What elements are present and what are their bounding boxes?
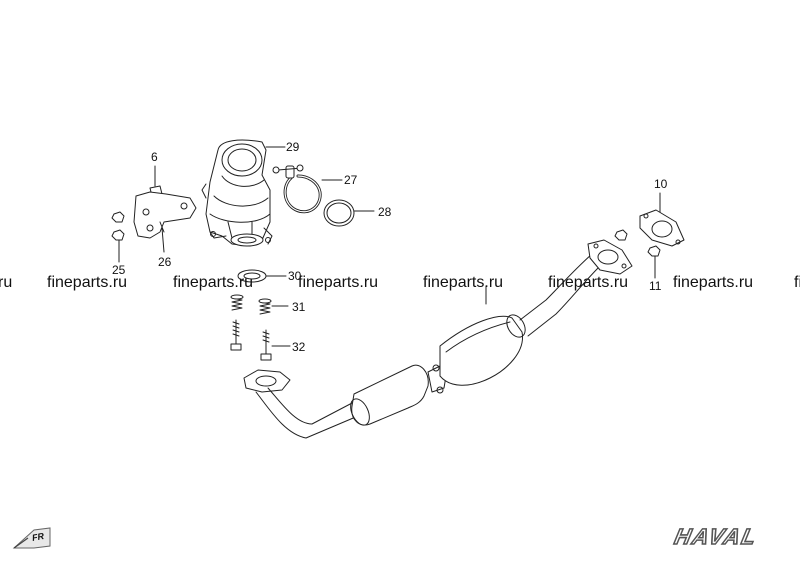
part-27-clamp bbox=[273, 165, 320, 212]
callout-28: 28 bbox=[378, 205, 392, 219]
part-31-springs bbox=[231, 295, 271, 314]
callout-29: 29 bbox=[286, 140, 300, 154]
part-32-bolts bbox=[231, 320, 271, 360]
callout-30: 30 bbox=[288, 269, 302, 283]
part-25-nuts bbox=[112, 212, 124, 240]
part-26-bracket bbox=[134, 192, 196, 238]
watermark-1: fineparts.ru bbox=[47, 274, 128, 291]
part-28-gasket-ring bbox=[324, 200, 354, 226]
callout-26: 26 bbox=[158, 255, 172, 269]
part-10-gasket bbox=[640, 210, 684, 246]
callout-25: 25 bbox=[112, 263, 126, 277]
callout-6: 6 bbox=[151, 150, 158, 164]
watermark-3: fineparts.ru bbox=[298, 274, 379, 291]
part-11-nuts bbox=[615, 230, 660, 256]
callout-10: 10 bbox=[654, 177, 668, 191]
part-29-manifold-converter bbox=[202, 140, 272, 246]
callout-31: 31 bbox=[292, 300, 306, 314]
fr-arrow-icon bbox=[12, 527, 51, 549]
watermark-6: fineparts.ru bbox=[673, 274, 754, 291]
callout-32: 32 bbox=[292, 340, 306, 354]
svg-text:HAVAL: HAVAL bbox=[672, 524, 760, 549]
watermark-5: fineparts.ru bbox=[548, 274, 629, 291]
callout-27: 27 bbox=[344, 173, 358, 187]
front-exhaust-pipe-assembly bbox=[244, 240, 632, 438]
fr-badge-label: FR bbox=[31, 531, 45, 543]
callout-11: 11 bbox=[649, 279, 662, 293]
leader-26 bbox=[161, 227, 165, 253]
watermark-2: fineparts.ru bbox=[173, 274, 254, 291]
watermark-4: fineparts.ru bbox=[423, 274, 504, 291]
haval-logo: HAVAL bbox=[672, 523, 761, 549]
watermark-edge-right: fi bbox=[794, 274, 800, 291]
watermark-edge-left: ru bbox=[0, 274, 13, 291]
